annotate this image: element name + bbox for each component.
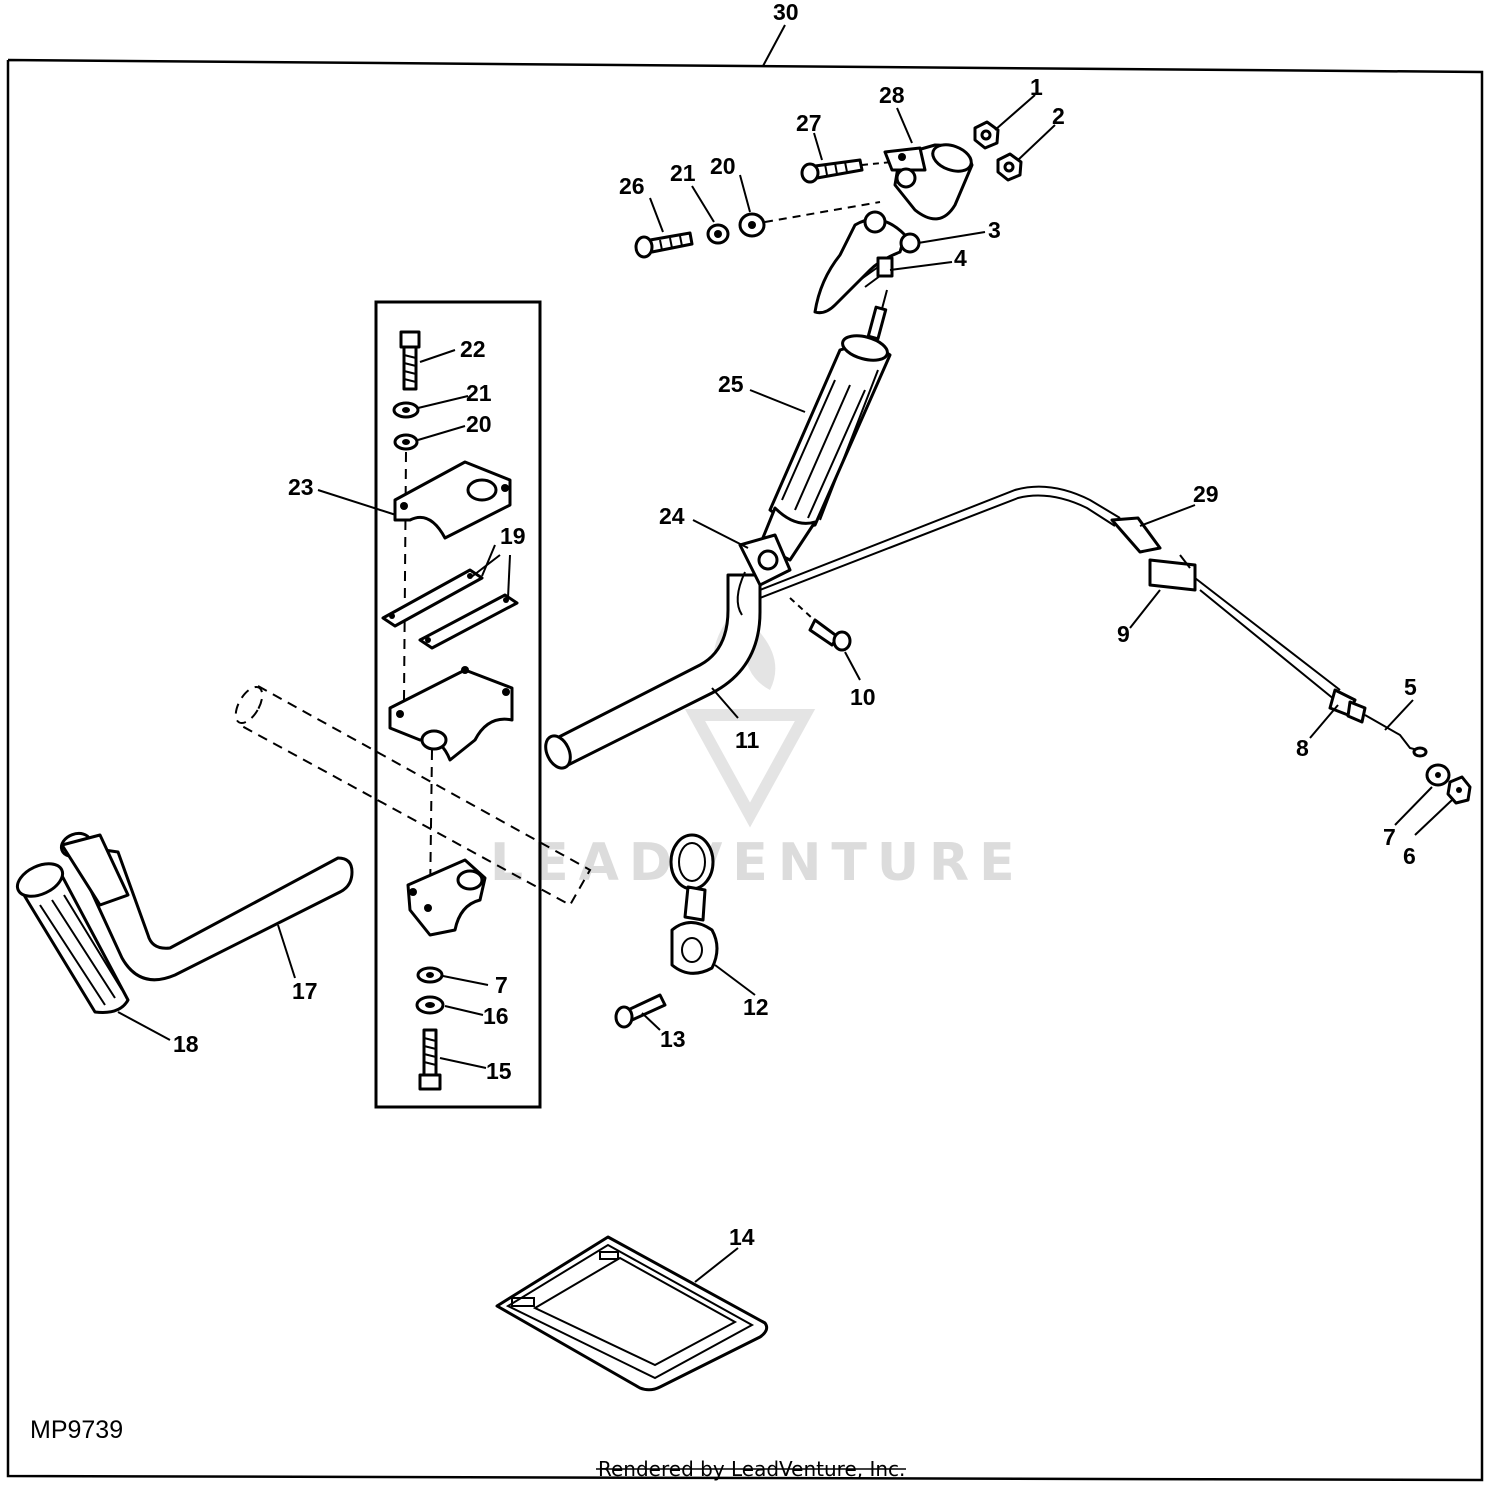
callout-12: 12 xyxy=(743,994,769,1020)
grip-18 xyxy=(15,862,130,1014)
chain-clamp-12 xyxy=(669,833,719,975)
handle-17 xyxy=(59,831,354,982)
figure-id: MP9739 xyxy=(30,1416,123,1444)
frame-outline xyxy=(6,58,1484,1482)
lockwasher-21-top xyxy=(706,223,730,245)
clamp-upper xyxy=(393,460,512,540)
callout-18: 18 xyxy=(173,1031,199,1057)
clamp-middle xyxy=(388,666,514,762)
callout-20-inset: 20 xyxy=(466,411,492,437)
callout-16: 16 xyxy=(483,1003,509,1029)
screw-13 xyxy=(614,993,667,1029)
callout-9: 9 xyxy=(1117,621,1130,647)
nut-6 xyxy=(1446,775,1472,805)
callout-7-inset: 7 xyxy=(495,972,508,998)
manual-14 xyxy=(495,1235,769,1392)
washer-7-right xyxy=(1425,763,1451,787)
callout-20-top: 20 xyxy=(710,153,736,179)
callout-21-inset: 21 xyxy=(466,380,492,406)
bolt-22 xyxy=(399,330,421,391)
callout-25: 25 xyxy=(718,371,744,397)
callout-27: 27 xyxy=(796,110,822,136)
callout-2: 2 xyxy=(1052,103,1065,129)
leader-30 xyxy=(762,24,786,67)
callout-3: 3 xyxy=(988,217,1001,243)
washer-20-top xyxy=(738,201,881,238)
handle-tube xyxy=(544,571,762,770)
callout-11: 11 xyxy=(735,727,760,753)
leader-lines xyxy=(117,94,1453,1283)
callout-14: 14 xyxy=(729,1224,755,1250)
callout-13: 13 xyxy=(660,1026,686,1052)
rod-end xyxy=(866,305,888,341)
callout-22: 22 xyxy=(460,336,486,362)
callout-21-top: 21 xyxy=(670,160,696,186)
washer-20-inset xyxy=(393,433,419,451)
callout-28: 28 xyxy=(879,82,905,108)
callout-1: 1 xyxy=(1030,74,1043,100)
cable-29 xyxy=(759,485,1428,758)
nut-2 xyxy=(996,152,1023,182)
callout-5: 5 xyxy=(1404,674,1417,700)
grip-25 xyxy=(758,334,892,562)
clamp-lower xyxy=(406,858,487,937)
bolt-15 xyxy=(418,1028,442,1091)
assembly-line-inset xyxy=(403,451,407,701)
watermark-text: LEADVENTURE xyxy=(490,833,1025,893)
screw-27 xyxy=(800,158,893,184)
lockwasher-16 xyxy=(415,995,445,1015)
lockwasher-21-inset xyxy=(392,401,420,419)
shim-19 xyxy=(381,554,519,650)
callout-8: 8 xyxy=(1296,735,1309,761)
callout-17: 17 xyxy=(292,978,318,1004)
phantom-tube xyxy=(234,685,592,907)
callout-6: 6 xyxy=(1403,843,1416,869)
callout-30: 30 xyxy=(773,0,799,25)
callout-26: 26 xyxy=(619,173,645,199)
callout-7-right: 7 xyxy=(1383,824,1396,850)
callout-4: 4 xyxy=(954,245,967,271)
callout-23: 23 xyxy=(288,474,314,500)
callout-24: 24 xyxy=(659,503,685,529)
lever-assembly xyxy=(813,143,974,315)
screw-10 xyxy=(789,597,852,652)
callout-19: 19 xyxy=(500,523,526,549)
washer-7-inset xyxy=(416,966,444,984)
callouts: 30 1 2 3 4 28 27 26 21 20 25 29 24 9 5 8… xyxy=(173,0,1417,1250)
callout-29: 29 xyxy=(1193,481,1219,507)
nut-1 xyxy=(973,120,1000,150)
clamp-inset-box xyxy=(374,300,542,1109)
callout-10: 10 xyxy=(850,684,876,710)
callout-15: 15 xyxy=(486,1058,512,1084)
screw-26 xyxy=(634,231,694,259)
connector-24 xyxy=(738,533,792,587)
